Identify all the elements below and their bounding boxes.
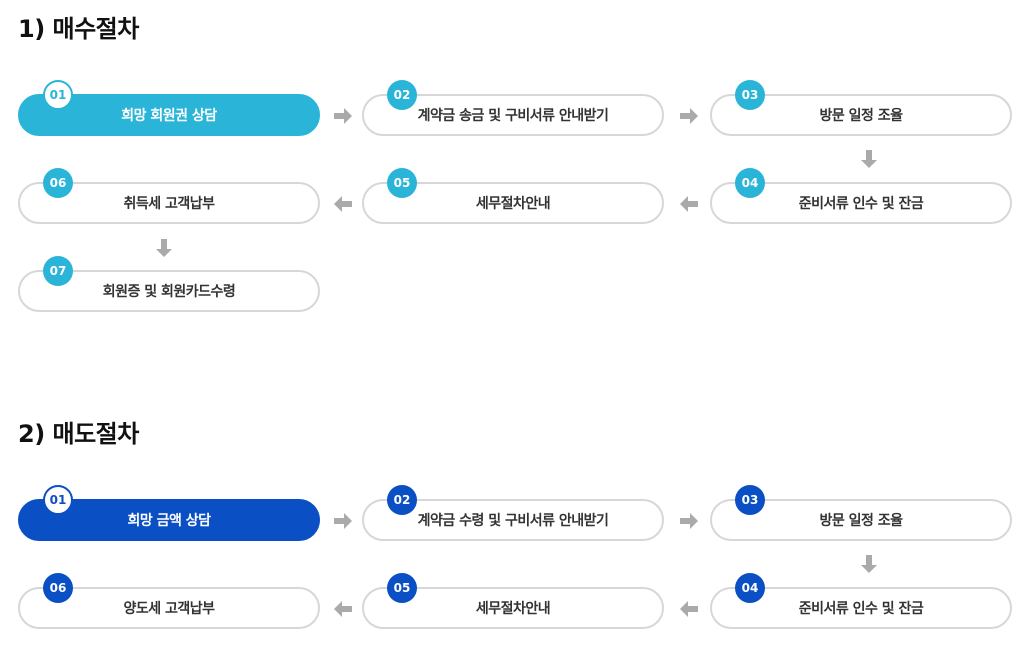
- step-number-badge: 05: [387, 573, 417, 603]
- arrow-left-icon: [332, 598, 354, 620]
- step-04: 04 준비서류 인수 및 잔금: [710, 573, 1012, 629]
- step-06: 06 양도세 고객납부: [18, 573, 320, 629]
- buy-procedure-title: 1) 매수절차: [18, 15, 139, 43]
- step-number-badge: 03: [735, 80, 765, 110]
- arrow-right-icon: [332, 105, 354, 127]
- step-label: 준비서류 인수 및 잔금: [798, 601, 924, 617]
- step-label: 희망 회원권 상담: [121, 108, 217, 124]
- step-label: 취득세 고객납부: [123, 196, 215, 212]
- step-label: 계약금 송금 및 구비서류 안내받기: [417, 108, 609, 124]
- step-label: 방문 일정 조율: [819, 108, 903, 124]
- step-number-badge: 01: [43, 80, 73, 110]
- arrow-right-icon: [678, 105, 700, 127]
- step-06: 06 취득세 고객납부: [18, 168, 320, 224]
- arrow-down-icon: [858, 148, 880, 170]
- step-label: 계약금 수령 및 구비서류 안내받기: [417, 513, 609, 529]
- step-number-badge: 02: [387, 80, 417, 110]
- step-label: 세무절차안내: [475, 196, 551, 212]
- sell-procedure-title: 2) 매도절차: [18, 420, 139, 448]
- step-07: 07 회원증 및 회원카드수령: [18, 256, 320, 312]
- arrow-left-icon: [332, 193, 354, 215]
- step-label: 회원증 및 회원카드수령: [102, 284, 236, 300]
- step-label: 방문 일정 조율: [819, 513, 903, 529]
- arrow-left-icon: [678, 193, 700, 215]
- step-01: 01 희망 금액 상담: [18, 485, 320, 541]
- step-label: 양도세 고객납부: [123, 601, 215, 617]
- arrow-right-icon: [678, 510, 700, 532]
- step-05: 05 세무절차안내: [362, 573, 664, 629]
- step-05: 05 세무절차안내: [362, 168, 664, 224]
- step-number-badge: 01: [43, 485, 73, 515]
- arrow-down-icon: [858, 553, 880, 575]
- step-03: 03 방문 일정 조율: [710, 80, 1012, 136]
- step-number-badge: 05: [387, 168, 417, 198]
- step-number-badge: 06: [43, 573, 73, 603]
- step-number-badge: 03: [735, 485, 765, 515]
- step-number-badge: 04: [735, 168, 765, 198]
- step-label: 세무절차안내: [475, 601, 551, 617]
- arrow-right-icon: [332, 510, 354, 532]
- step-label: 희망 금액 상담: [127, 513, 211, 529]
- step-number-badge: 07: [43, 256, 73, 286]
- step-label: 준비서류 인수 및 잔금: [798, 196, 924, 212]
- step-01: 01 희망 회원권 상담: [18, 80, 320, 136]
- arrow-down-icon: [153, 237, 175, 259]
- step-03: 03 방문 일정 조율: [710, 485, 1012, 541]
- arrow-left-icon: [678, 598, 700, 620]
- step-number-badge: 02: [387, 485, 417, 515]
- step-number-badge: 04: [735, 573, 765, 603]
- step-number-badge: 06: [43, 168, 73, 198]
- step-04: 04 준비서류 인수 및 잔금: [710, 168, 1012, 224]
